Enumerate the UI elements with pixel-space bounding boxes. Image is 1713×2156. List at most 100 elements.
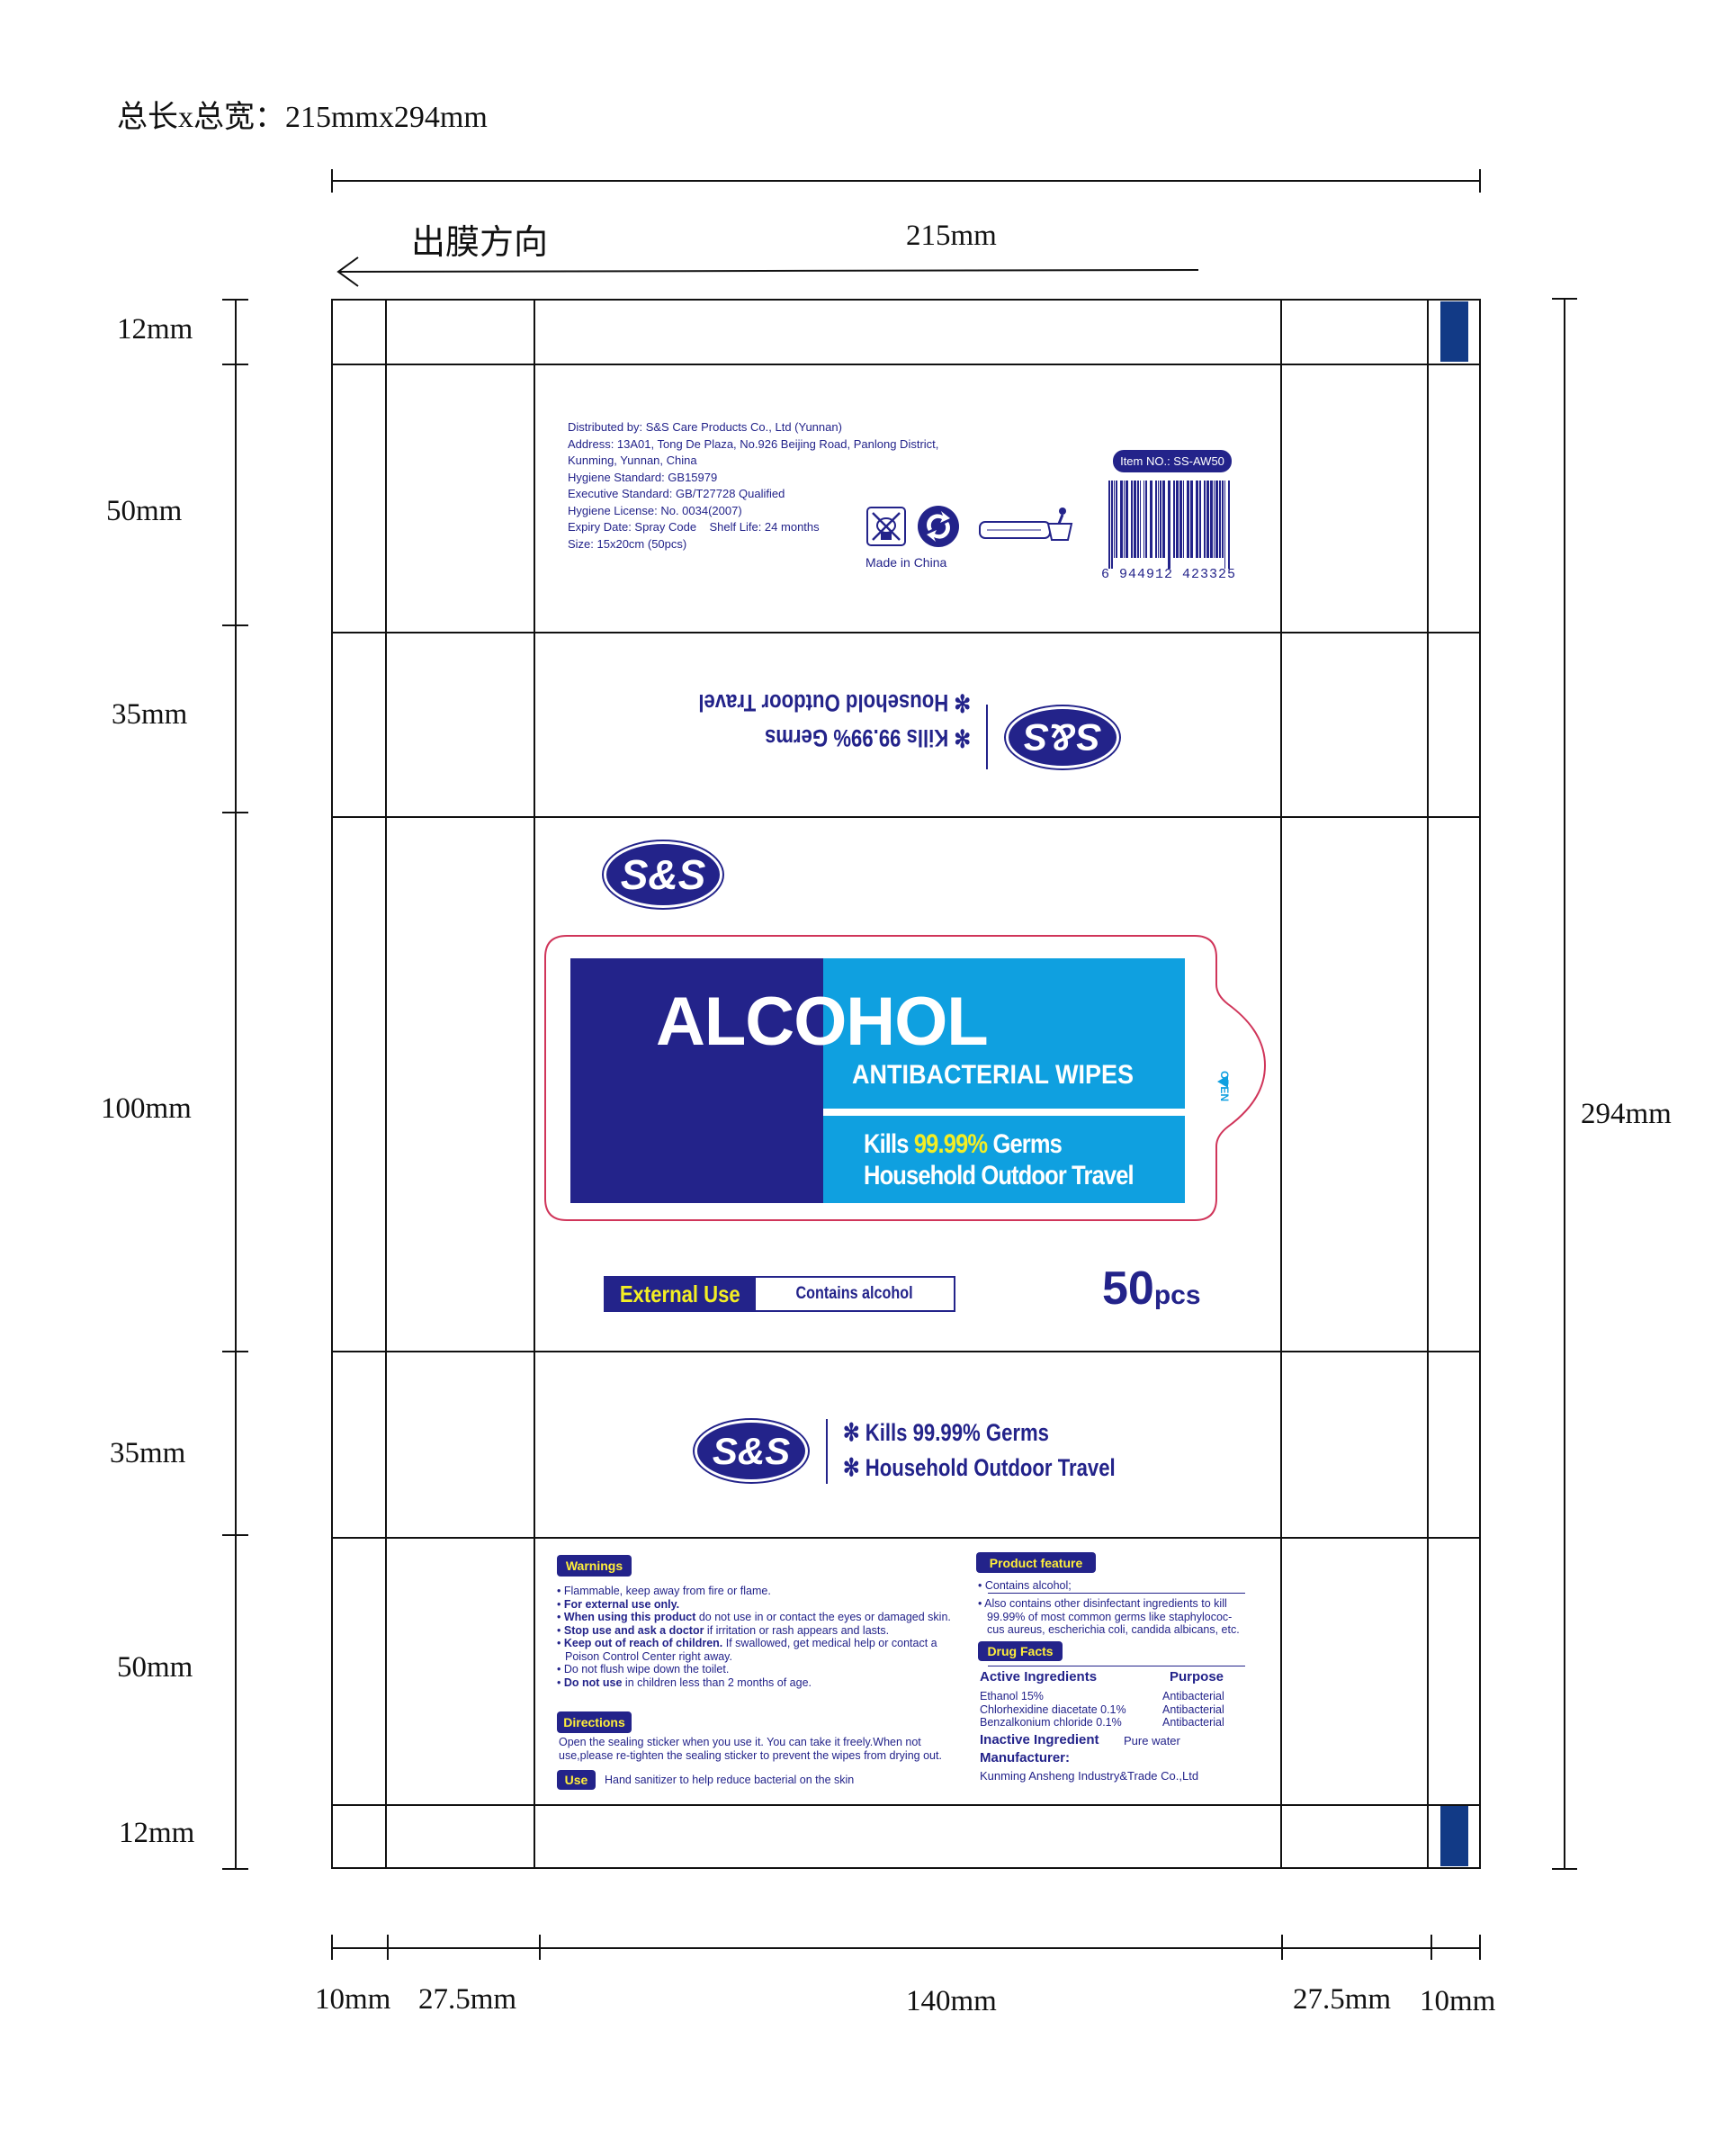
made-in-label: Made in China: [865, 555, 947, 570]
warning-text: If swallowed, get medical help or contac…: [565, 1637, 937, 1663]
fold-line-vertical: [534, 299, 535, 1869]
kills-prefix: Kills: [864, 1129, 914, 1159]
fold-line-vertical: [385, 299, 387, 1869]
barcode-bar: [1155, 481, 1157, 558]
white-stripe: [823, 1109, 1185, 1116]
warning-text: do not use in or contact the eyes or dam…: [695, 1611, 951, 1623]
barcode-bar: [1145, 481, 1147, 558]
info-line: Size: 15x20cm (50pcs): [568, 536, 687, 551]
feature-item: • Contains alcohol;: [978, 1579, 1072, 1592]
fold-line-horizontal: [331, 816, 1481, 818]
total-size-label: 总长x总宽：215mmx294mm: [117, 101, 488, 134]
barcode-bar: [1168, 481, 1170, 569]
dim-label: 35mm: [110, 1437, 186, 1469]
dim-tick: [222, 1534, 248, 1536]
dim-label: 10mm: [1420, 1985, 1496, 2017]
feature-item: • Also contains other disinfectant ingre…: [978, 1597, 1240, 1636]
dim-tick: [1479, 169, 1481, 193]
ingredient-name: Chlorhexidine diacetate 0.1%: [980, 1702, 1126, 1716]
warning-item: • Keep out of reach of children. If swal…: [557, 1637, 937, 1663]
barcode-bar: [1196, 481, 1198, 558]
count-label: 50pcs: [1102, 1262, 1201, 1316]
seal-mark-bottom: [1440, 1806, 1468, 1866]
barcode-bar: [1137, 481, 1139, 558]
external-use-badge: External Use: [604, 1276, 756, 1312]
info-line: Distributed by: S&S Care Products Co., L…: [568, 420, 842, 434]
warnings-list: • Flammable, keep away from fire or flam…: [557, 1585, 953, 1689]
bottom-dimension-line: [331, 1947, 1481, 1949]
warning-bold: For external use only.: [563, 1597, 680, 1611]
uses-text: Household Outdoor Travel: [864, 1161, 1135, 1190]
barcode-number: 6 944912 423325: [1100, 567, 1236, 582]
barcode-bar: [1187, 481, 1189, 558]
barcode-bar: [1114, 481, 1115, 558]
slogan-line: ✻ Household Outdoor Travel: [843, 1454, 1116, 1481]
barcode-bar: [1219, 481, 1221, 558]
barcode-bar: [1162, 481, 1165, 558]
dim-tick: [1552, 298, 1577, 300]
dim-tick: [222, 299, 248, 301]
barcode-bar: [1124, 481, 1125, 558]
info-line: Hygiene Standard: GB15979: [568, 470, 718, 484]
dim-label: 50mm: [117, 1651, 193, 1684]
open-label-outline: [544, 935, 1267, 1221]
barcode-bar: [1116, 481, 1117, 558]
barcode-bar: [1183, 481, 1184, 558]
slogan-panel-inverted: S&S ✻ Kills 99.99% Germs ✻ Household Out…: [534, 632, 1280, 816]
dim-label: 12mm: [119, 1817, 195, 1849]
fold-line-horizontal: [331, 1351, 1481, 1352]
barcode-bar: [1176, 481, 1179, 558]
dieline-frame: [331, 299, 1481, 1869]
directions-badge: Directions: [557, 1711, 632, 1733]
divider: [986, 705, 988, 769]
film-direction-arrow-icon: [336, 256, 1199, 287]
ingredient-purpose: Antibacterial: [1162, 1702, 1224, 1716]
no-flush-icon: [866, 507, 906, 546]
barcode-bar: [1143, 481, 1144, 558]
info-line: Executive Standard: GB/T27728 Qualified: [568, 487, 785, 500]
dim-tick: [1552, 1868, 1577, 1870]
barcode-bar: [1206, 481, 1209, 558]
navy-block: [570, 958, 823, 1203]
feature-text: Contains alcohol;: [984, 1579, 1072, 1592]
kills-suffix: Germs: [987, 1129, 1063, 1159]
ingredient-name: Ethanol 15%: [980, 1690, 1044, 1702]
product-subtitle: ANTIBACTERIAL WIPES: [852, 1060, 1135, 1090]
slogan-line: ✻ Kills 99.99% Germs: [843, 1419, 1050, 1446]
warning-item: • Do not flush wipe down the toilet.: [557, 1663, 730, 1675]
barcode-bar: [1204, 481, 1206, 558]
barcode-bar: [1160, 481, 1161, 558]
open-arrow-icon: [1217, 1075, 1228, 1088]
warning-text: if irritation or rash appears and lasts.: [704, 1623, 890, 1637]
barcode-bar: [1190, 481, 1193, 558]
inactive-value: Pure water: [1124, 1734, 1180, 1747]
contains-alcohol-text: Contains alcohol: [795, 1284, 914, 1303]
dim-tick: [331, 169, 333, 193]
barcode-bar: [1210, 481, 1213, 558]
barcode-bar: [1108, 481, 1110, 569]
width-label: 215mm: [906, 220, 997, 252]
ingredient-purpose: Antibacterial: [1162, 1716, 1224, 1729]
dim-tick: [1281, 1935, 1283, 1960]
dim-label: 50mm: [106, 495, 183, 527]
total-height-line: [1564, 299, 1565, 1869]
warnings-badge: Warnings: [557, 1555, 632, 1577]
purpose-header: Purpose: [1170, 1669, 1224, 1684]
tidy-man-icon: [979, 508, 1073, 541]
dim-tick: [387, 1935, 389, 1960]
ingredient-purpose: Antibacterial: [1162, 1690, 1224, 1702]
barcode-bar: [1215, 481, 1218, 558]
barcode-bar: [1140, 481, 1141, 558]
dim-tick: [331, 1935, 333, 1960]
dim-label: 100mm: [101, 1092, 192, 1125]
manufacturer-value: Kunming Ansheng Industry&Trade Co.,Ltd: [980, 1769, 1199, 1783]
dim-tick: [222, 624, 248, 626]
warning-text: Flammable, keep away from fire or flame.: [563, 1585, 771, 1597]
dim-label: 12mm: [117, 313, 193, 346]
width-dimension-line: [331, 180, 1481, 182]
dim-label: 35mm: [112, 698, 188, 731]
fold-line-horizontal: [331, 1804, 1481, 1806]
info-line: Kunming, Yunnan, China: [568, 454, 697, 467]
barcode-bar: [1150, 481, 1152, 558]
dim-tick: [222, 1351, 248, 1352]
